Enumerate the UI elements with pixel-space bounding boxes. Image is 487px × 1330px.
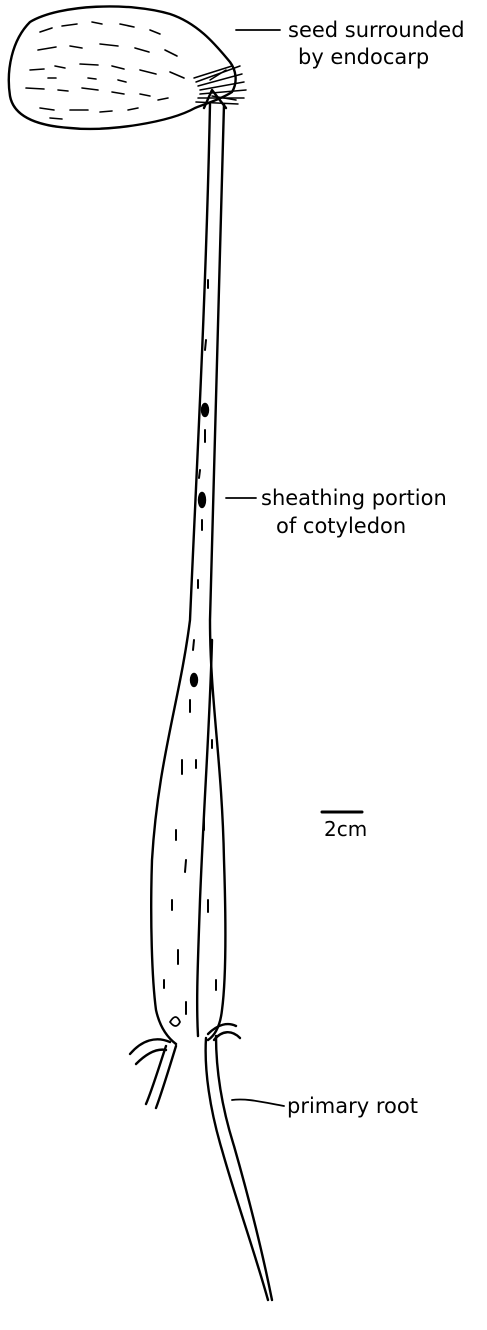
sheath-label-line2: of cotyledon [276,514,406,538]
sheath-label-line1: sheathing portion [261,486,447,510]
label-leaders [226,30,284,1106]
seed-label-line1: seed surrounded [288,18,465,42]
root-label: primary root [287,1094,418,1118]
seed-label-line2: by endocarp [298,45,429,69]
primary-root [130,1024,272,1300]
cotyledon-sheath [151,90,226,1044]
scale-label: 2cm [324,817,367,841]
root-leader [232,1099,284,1106]
